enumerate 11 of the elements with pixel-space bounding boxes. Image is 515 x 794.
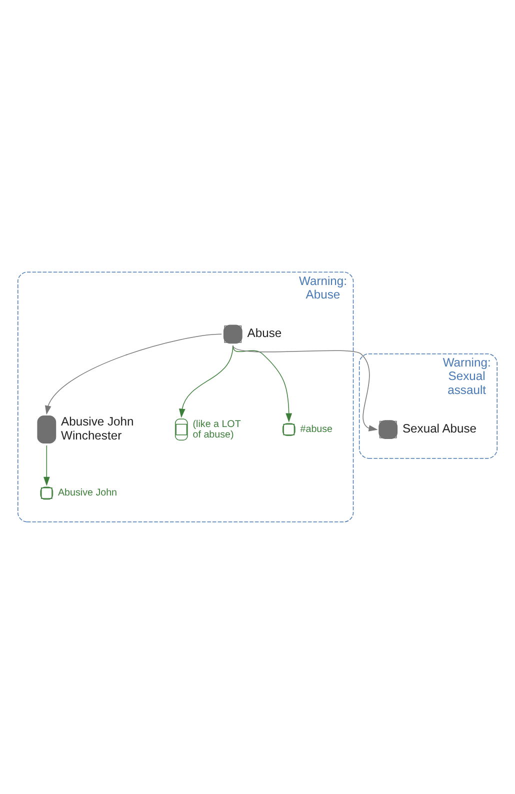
- node-label: Abusive John: [58, 488, 118, 499]
- node-label: Abuse: [247, 326, 282, 340]
- arrow: [179, 345, 234, 418]
- node-label: (like a LOT of abuse): [192, 418, 241, 440]
- arrow: [232, 345, 292, 422]
- arrow: [44, 334, 222, 415]
- node-label: Abusive John Winchester: [61, 414, 134, 442]
- node-label: Sexual Abuse: [402, 421, 477, 436]
- node-label: #abuse: [300, 424, 333, 436]
- arrow: [43, 445, 50, 486]
- arrow: [232, 345, 378, 432]
